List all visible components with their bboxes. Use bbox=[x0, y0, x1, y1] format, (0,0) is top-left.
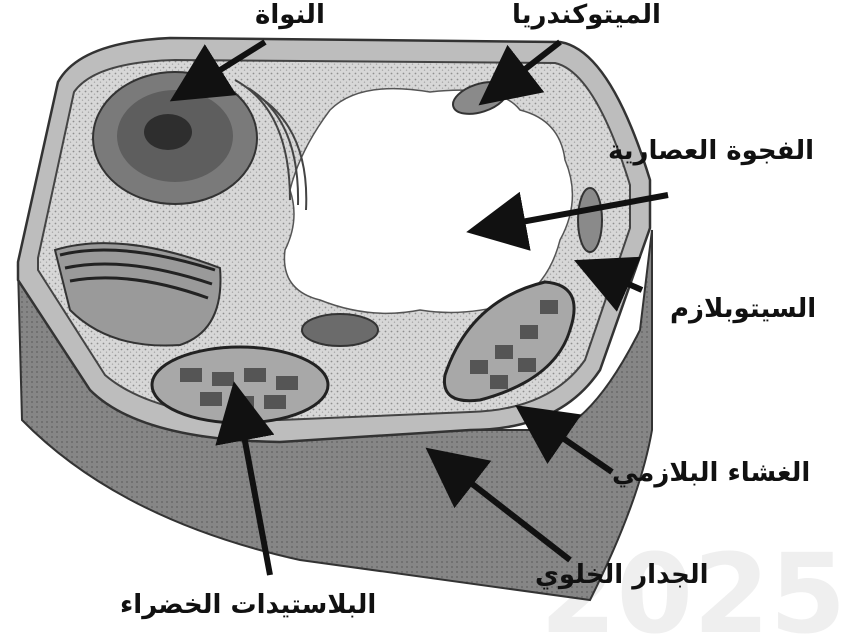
vacuole-shape bbox=[284, 89, 572, 314]
mitochondrion-right bbox=[578, 188, 602, 252]
nucleus-shape bbox=[93, 72, 257, 204]
label-chloroplasts: البلاستيدات الخضراء bbox=[120, 592, 376, 618]
label-mitochondria: الميتوكندريا bbox=[512, 2, 661, 28]
label-cell-wall: الجدار الخلوي bbox=[535, 562, 709, 588]
label-nucleus: النواة bbox=[255, 2, 325, 28]
label-vacuole: الفجوة العصارية bbox=[608, 138, 814, 164]
label-cytoplasm: السيتوبلازم bbox=[670, 296, 816, 322]
label-plasma-membrane: الغشاء البلازمي bbox=[612, 460, 810, 486]
mitochondrion-mid bbox=[302, 314, 378, 346]
